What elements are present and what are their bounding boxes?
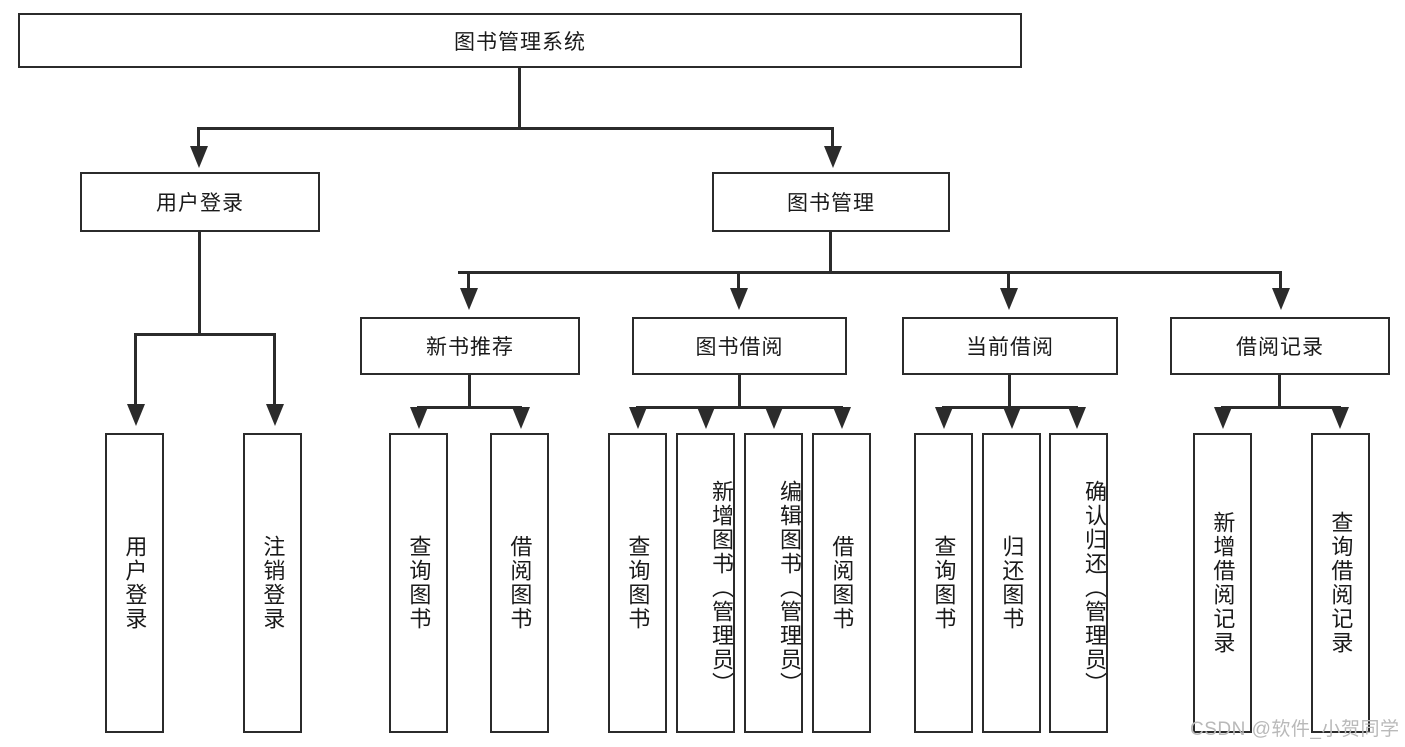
- arrowhead-br-leaf-1: [1214, 407, 1232, 429]
- arrowhead-cb-leaf-2: [1003, 407, 1021, 429]
- leaf-nbr-borrow-book[interactable]: 借阅图书: [490, 433, 549, 733]
- node-root-book-management-system[interactable]: 图书管理系统: [18, 13, 1022, 68]
- connector-book-management-stem: [829, 232, 832, 273]
- leaf-cb-confirm-return-admin[interactable]: 确认归还（管理员）: [1049, 433, 1108, 733]
- arrowhead-nbr-leaf-1: [410, 407, 428, 429]
- connector-bm-drop-1: [467, 271, 470, 291]
- leaf-br-add-record[interactable]: 新增借阅记录: [1193, 433, 1252, 733]
- connector-bm-drop-3: [1007, 271, 1010, 291]
- connector-user-login-drop-2: [273, 333, 276, 408]
- arrowhead-br-leaf-2: [1331, 407, 1349, 429]
- connector-root-drop-right: [831, 127, 834, 150]
- connector-bb-stem: [738, 375, 741, 408]
- arrowhead-to-current-borrow: [1000, 288, 1018, 310]
- csdn-watermark: CSDN @软件_小贺同学: [1190, 719, 1400, 740]
- node-book-management[interactable]: 图书管理: [712, 172, 950, 232]
- node-current-borrow[interactable]: 当前借阅: [902, 317, 1118, 375]
- connector-book-management-bus: [458, 271, 1282, 274]
- leaf-user-login[interactable]: 用户登录: [105, 433, 164, 733]
- connector-user-login-bus: [134, 333, 276, 336]
- connector-root-stem-main: [518, 68, 521, 127]
- node-book-borrow[interactable]: 图书借阅: [632, 317, 847, 375]
- arrowhead-bb-leaf-3: [765, 407, 783, 429]
- connector-root-bus: [197, 127, 834, 130]
- connector-nbr-stem: [468, 375, 471, 408]
- arrowhead-bb-leaf-4: [833, 407, 851, 429]
- connector-nbr-bus: [417, 406, 522, 409]
- connector-cb-stem: [1008, 375, 1011, 408]
- leaf-logout[interactable]: 注销登录: [243, 433, 302, 733]
- arrowhead-to-book-management: [824, 146, 842, 168]
- connector-br-stem: [1278, 375, 1281, 408]
- connector-bm-drop-2: [737, 271, 740, 291]
- leaf-cb-query-book[interactable]: 查询图书: [914, 433, 973, 733]
- connector-user-login-drop-1: [134, 333, 137, 408]
- leaf-nbr-query-book[interactable]: 查询图书: [389, 433, 448, 733]
- leaf-bb-edit-book-admin[interactable]: 编辑图书（管理员）: [744, 433, 803, 733]
- leaf-cb-return-book[interactable]: 归还图书: [982, 433, 1041, 733]
- node-new-book-recommend[interactable]: 新书推荐: [360, 317, 580, 375]
- arrowhead-nbr-leaf-2: [512, 407, 530, 429]
- node-user-login[interactable]: 用户登录: [80, 172, 320, 232]
- leaf-bb-borrow-book[interactable]: 借阅图书: [812, 433, 871, 733]
- connector-bm-drop-4: [1279, 271, 1282, 291]
- leaf-bb-query-book[interactable]: 查询图书: [608, 433, 667, 733]
- arrowhead-bb-leaf-1: [629, 407, 647, 429]
- connector-root-drop-left: [197, 127, 200, 150]
- connector-bb-bus: [636, 406, 843, 409]
- arrowhead-to-book-borrow: [730, 288, 748, 310]
- leaf-bb-add-book-admin[interactable]: 新增图书（管理员）: [676, 433, 735, 733]
- connector-user-login-stem: [198, 232, 201, 335]
- arrowhead-cb-leaf-1: [935, 407, 953, 429]
- arrowhead-to-new-book-recommend: [460, 288, 478, 310]
- arrowhead-leaf-logout: [266, 404, 284, 426]
- connector-br-bus: [1221, 406, 1341, 409]
- node-borrow-record[interactable]: 借阅记录: [1170, 317, 1390, 375]
- arrowhead-cb-leaf-3: [1068, 407, 1086, 429]
- arrowhead-to-user-login: [190, 146, 208, 168]
- arrowhead-to-borrow-record: [1272, 288, 1290, 310]
- leaf-br-query-record[interactable]: 查询借阅记录: [1311, 433, 1370, 733]
- arrowhead-leaf-user-login: [127, 404, 145, 426]
- arrowhead-bb-leaf-2: [697, 407, 715, 429]
